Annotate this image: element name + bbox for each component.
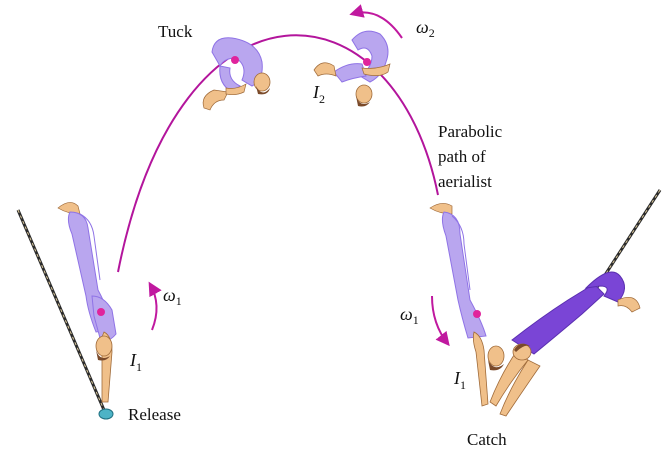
release-label: Release [128, 405, 181, 424]
center-of-mass-dot [363, 58, 371, 66]
center-of-mass-dot [97, 308, 105, 316]
tuck-aerialist-1 [203, 38, 270, 110]
path-label-line3: aerialist [438, 172, 492, 191]
inertia1-right-label: I1 [453, 368, 466, 392]
catch-aerialist [430, 203, 504, 406]
catch-label: Catch [467, 430, 507, 449]
tuck-label: Tuck [158, 22, 193, 41]
inertia1-left-label: I1 [129, 350, 142, 374]
omega1-left-label: ω1 [163, 285, 182, 308]
path-label-line2: path of [438, 147, 486, 166]
center-of-mass-dot [473, 310, 481, 318]
path-label-line1: Parabolic [438, 122, 503, 141]
tuck-aerialist-2 [314, 31, 390, 106]
center-of-mass-dot [231, 56, 239, 64]
parabolic-path [118, 35, 438, 272]
inertia2-label: I2 [312, 82, 325, 106]
catcher [490, 272, 640, 416]
trapeze-bar [99, 409, 113, 419]
omega2-label: ω2 [416, 17, 435, 40]
omega1-right-label: ω1 [400, 304, 419, 327]
omega1-right-arrow [432, 296, 448, 344]
omega1-left-arrow [150, 284, 157, 330]
